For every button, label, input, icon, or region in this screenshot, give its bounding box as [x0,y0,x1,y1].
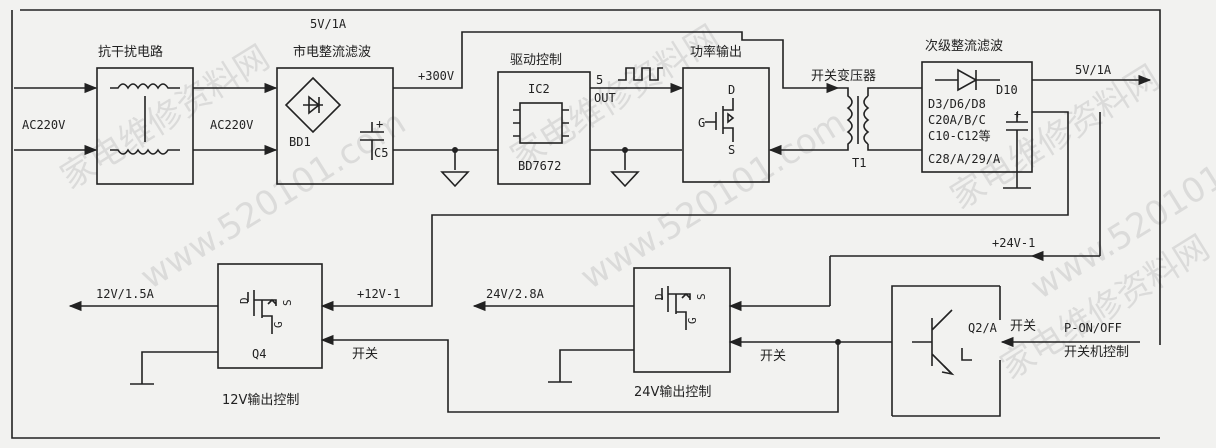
power-g: G [698,116,705,130]
driver-block: 驱动控制 IC2 BD7672 [497,53,591,185]
rectifier-block: 5V/1A 市电整流滤波 BD1 + C5 [276,17,394,185]
v12-bus-label: +12V-1 [357,287,400,301]
v24-bus-label: +24V-1 [992,236,1035,250]
bd7672-label: BD7672 [518,159,561,173]
cap-plus: + [376,117,383,131]
secondary-title: 次级整流滤波 [925,38,1003,54]
secondary-line3: C10-C12等 [928,129,991,143]
secondary-line1: D3/D6/D8 [928,97,986,111]
pin5-label: 5 [596,73,603,87]
transformer: 开关变压器 T1 [811,68,922,170]
filter-block: 抗干扰电路 [96,44,194,185]
ic2-label: IC2 [528,82,550,96]
bus-300v [393,31,840,94]
ground-wire [130,351,218,385]
ac-input: AC220V [14,82,98,156]
ctrl24-g: G [686,317,699,324]
power-title: 功率输出 [690,44,742,60]
ctrl12-block: D S G Q4 12V输出控制 [217,263,323,408]
c5-label: C5 [374,146,388,160]
power-d: D [728,83,735,97]
secondary-line2: C20A/B/C [928,113,986,127]
q2-label: Q2/A [968,321,998,335]
rectifier-title-1: 5V/1A [310,17,347,31]
ctrl24-s: S [695,293,708,300]
ground-symbol [610,147,640,188]
out-label: OUT [594,91,616,105]
ctrl12-title: 12V输出控制 [222,392,299,408]
switch-label-24v: 开关 [760,349,786,364]
frame-border [11,9,1161,439]
secondary-block: 次级整流滤波 D10 D3/D6/D8 C20A/B/C C10-C12等 C2… [921,38,1033,189]
filter-title: 抗干扰电路 [98,44,163,60]
q2-block: Q2/A [891,285,1001,417]
ground-wire [548,349,634,383]
v300-label: +300V [418,69,454,83]
bus-24v [320,111,1069,312]
pulse-wave-icon [618,67,663,81]
switch-label-q2: 开关 [1010,319,1036,334]
ctrl12-g: G [272,321,285,328]
d10-label: D10 [996,83,1018,97]
switch-label-12v: 开关 [352,347,378,362]
ctrl24-title: 24V输出控制 [634,384,711,400]
pon-label: P-ON/OFF [1064,321,1122,335]
power-block: 功率输出 D G S [682,44,770,183]
cap-plus: + [1014,107,1021,121]
rectifier-title-2: 市电整流滤波 [293,44,371,60]
driver-title: 驱动控制 [510,53,562,68]
secondary-line4: C28/A/29/A [928,152,1001,166]
ctrl12-s: S [281,299,294,306]
out-5v-label: 5V/1A [1075,63,1112,77]
t1-label: T1 [852,156,866,170]
ctrl24-block: D S G 24V输出控制 [633,267,731,400]
bd1-label: BD1 [289,135,311,149]
transformer-title: 开关变压器 [811,68,876,84]
out-24v-label: 24V/2.8A [486,287,545,301]
ground-symbol [440,147,470,188]
q4-label: Q4 [252,347,266,361]
power-s: S [728,143,735,157]
switch-line-12v [320,334,839,413]
ac-input-label: AC220V [22,118,65,132]
ac-mid-label: AC220V [210,118,253,132]
ctrl12-d: D [238,297,251,304]
out-12v-label: 12V/1.5A [96,287,155,301]
ctrl24-d: D [653,293,666,300]
pon-desc-label: 开关机控制 [1064,345,1129,360]
